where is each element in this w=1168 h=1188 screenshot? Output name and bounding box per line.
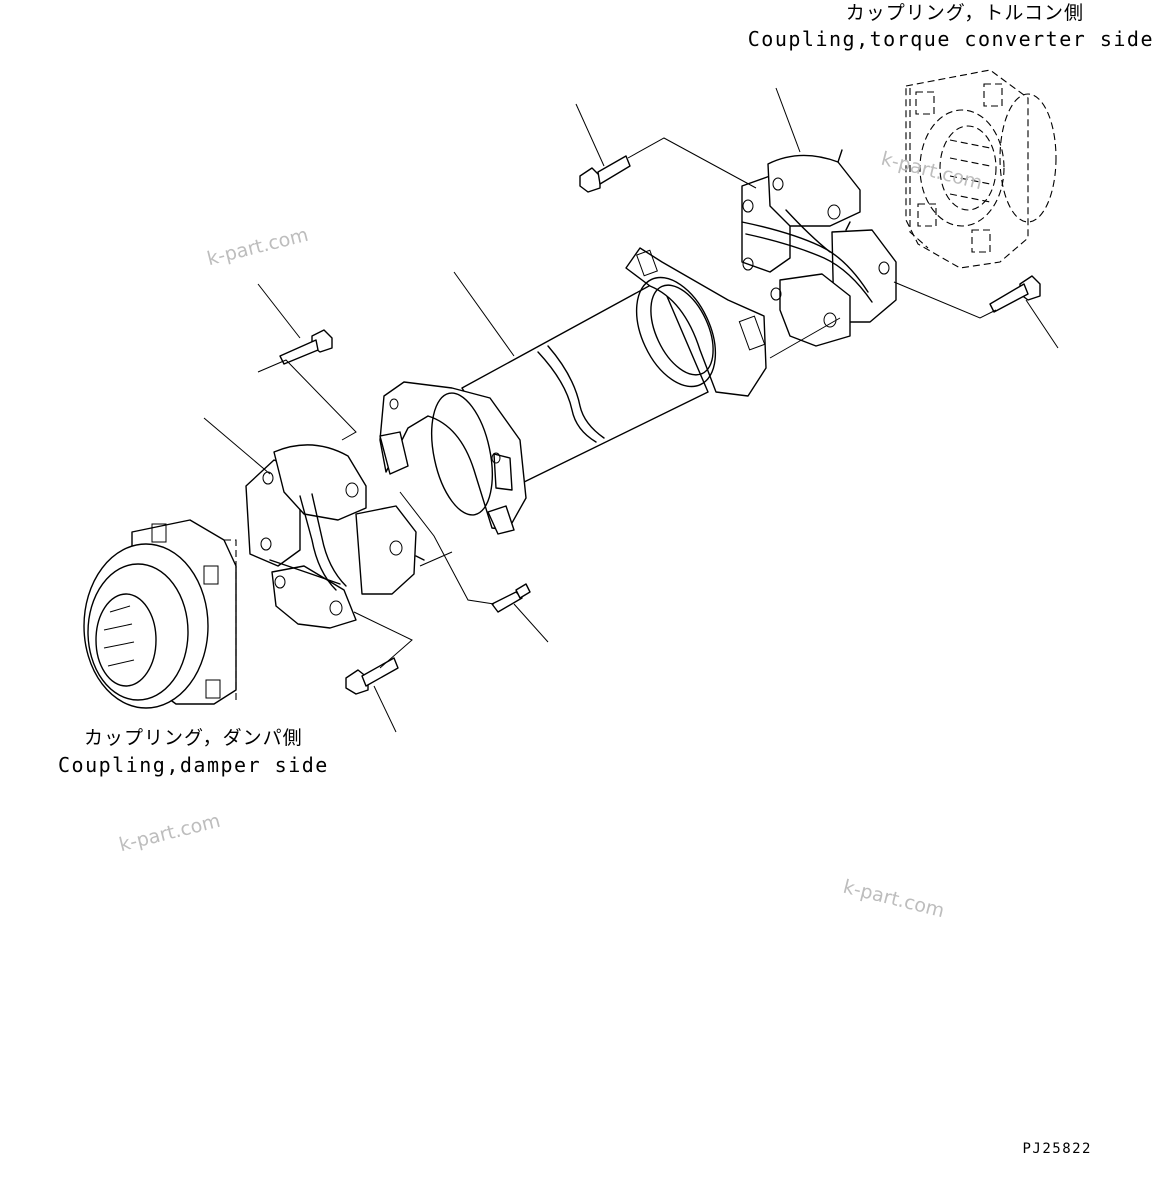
bolt-bottom-center — [345, 657, 399, 695]
assembly-lines — [257, 137, 997, 669]
coupling-flange-damper-side — [83, 519, 237, 709]
damper-side-label-en: Coupling,damper side — [58, 753, 329, 777]
leader-lines — [203, 87, 1059, 733]
damper-side-label-jp: カップリング，ダンパ側 — [84, 727, 303, 749]
bolt-right — [989, 275, 1041, 313]
torque-converter-side-label-en: Coupling,torque converter side — [747, 27, 1154, 51]
coupling-flange-torque-converter-side — [905, 69, 1057, 269]
drive-shaft — [379, 247, 767, 535]
grease-fitting — [491, 583, 531, 613]
universal-joint-damper-side — [245, 444, 425, 629]
figure-code: PJ25822 — [1022, 1141, 1092, 1157]
universal-joint-torque-converter-side — [741, 149, 897, 347]
bolt-upper-left — [279, 329, 333, 365]
torque-converter-side-label-jp: カップリング，トルコン側 — [845, 2, 1084, 24]
bolt-top-center — [579, 155, 631, 193]
